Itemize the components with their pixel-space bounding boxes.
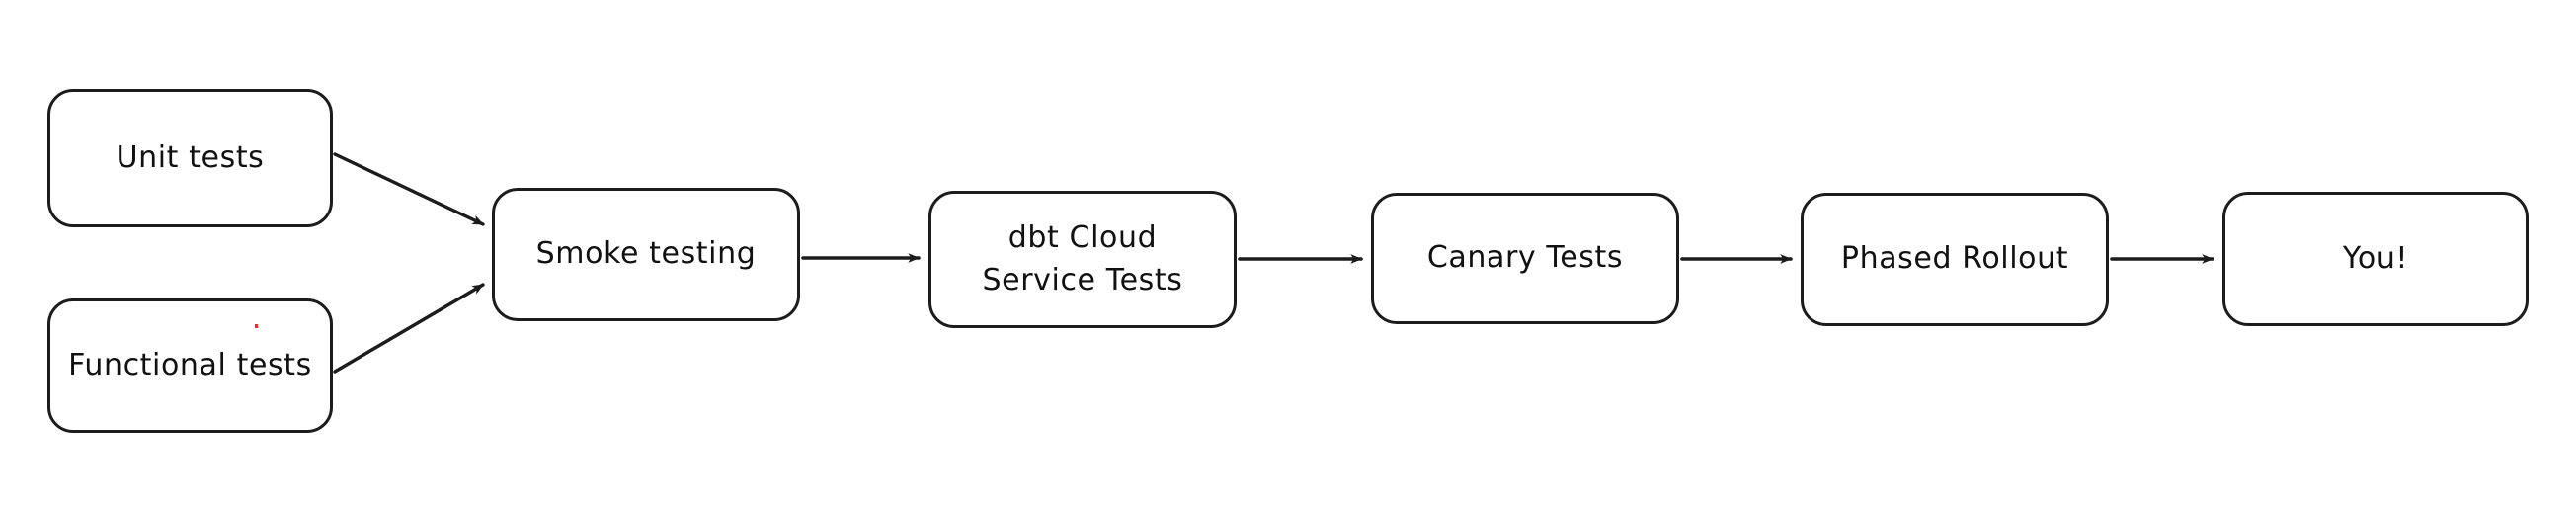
node-you-label: You! <box>2342 240 2409 276</box>
node-smoke-testing-label: Smoke testing <box>535 236 757 272</box>
node-canary-tests-label: Canary Tests <box>1426 240 1624 276</box>
node-unit-tests-label: Unit tests <box>116 139 265 175</box>
node-unit-tests[interactable]: Unit tests <box>47 89 333 227</box>
stray-red-speck <box>255 324 258 328</box>
edge-functional-tests-to-smoke-testing <box>333 283 485 374</box>
node-phased-rollout[interactable]: Phased Rollout <box>1801 193 2109 326</box>
node-functional-tests[interactable]: Functional tests <box>47 298 333 433</box>
node-you[interactable]: You! <box>2222 192 2529 326</box>
edge-unit-tests-to-smoke-testing <box>333 152 485 226</box>
node-dbt-cloud-service-tests-label: dbt Cloud Service Tests <box>982 219 1183 298</box>
node-smoke-testing[interactable]: Smoke testing <box>492 188 800 321</box>
node-canary-tests[interactable]: Canary Tests <box>1371 193 1679 324</box>
node-dbt-cloud-service-tests[interactable]: dbt Cloud Service Tests <box>928 191 1237 328</box>
node-functional-tests-label: Functional tests <box>68 347 312 382</box>
node-phased-rollout-label: Phased Rollout <box>1840 241 2069 277</box>
